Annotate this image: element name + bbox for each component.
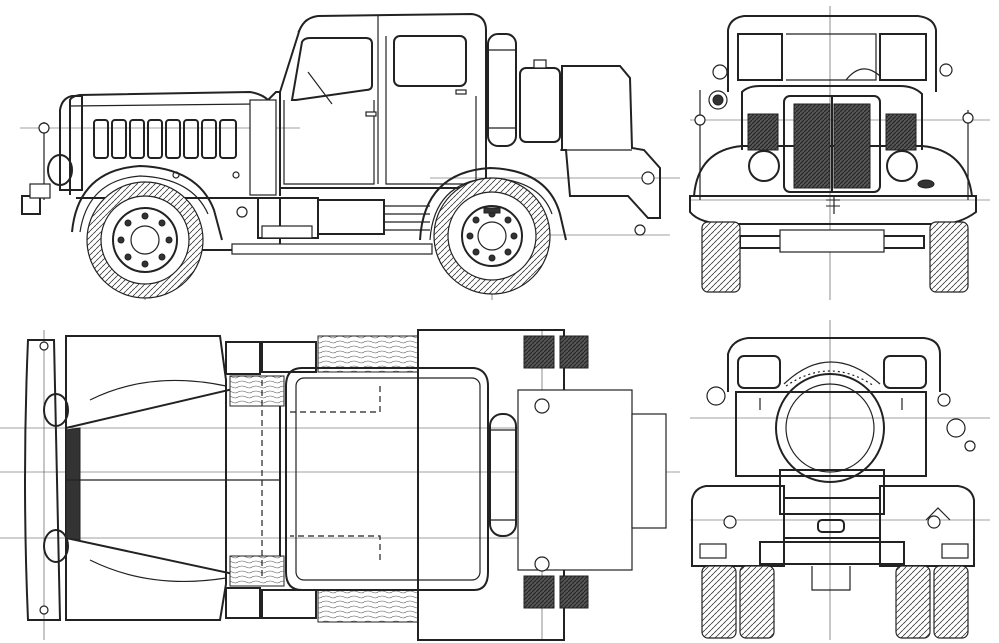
front-tire-left — [701, 221, 741, 293]
side-view — [20, 12, 680, 300]
rear-wheel — [433, 177, 551, 295]
radiator-front — [59, 95, 83, 191]
engine-hood — [69, 90, 281, 196]
rear-tire-1 — [701, 565, 737, 639]
rear-cab — [727, 337, 941, 392]
top-wheel-rr-2 — [559, 575, 589, 609]
rear-body — [561, 65, 661, 219]
top-wheel-rl-1 — [523, 335, 555, 369]
front-cab — [727, 15, 937, 92]
top-bumper — [24, 339, 62, 621]
cab-window-rear — [393, 35, 467, 87]
top-cab-roof — [285, 367, 489, 591]
top-hood — [65, 376, 281, 586]
rear-body-panel — [735, 391, 927, 477]
spare-wheel — [775, 373, 885, 483]
rear-fender — [419, 166, 567, 241]
rear-tire-2 — [739, 565, 775, 639]
rear-tire-4 — [933, 565, 969, 639]
rear-hitch-frame — [779, 469, 885, 515]
front-view — [689, 6, 990, 300]
front-headlamp-right — [886, 150, 918, 182]
air-tank — [487, 33, 517, 147]
tow-coupling — [817, 519, 845, 533]
rear-view — [690, 320, 990, 640]
water-tank — [519, 67, 561, 143]
rear-fenders — [691, 485, 785, 567]
top-view — [0, 329, 680, 641]
front-wheel — [86, 181, 204, 299]
front-tire-right — [929, 221, 969, 293]
front-fender — [71, 164, 223, 241]
front-headlamp-left — [748, 150, 780, 182]
front-bumper — [21, 195, 41, 215]
cab-window-front — [290, 37, 373, 101]
cab-body — [279, 12, 487, 189]
top-air-tank — [489, 413, 517, 537]
side-headlamp — [47, 154, 73, 186]
windshield-left — [737, 33, 783, 81]
windshield-right — [879, 33, 927, 81]
top-front-fenders — [65, 335, 227, 621]
top-wheel-rr-1 — [523, 575, 555, 609]
top-wheel-rl-2 — [559, 335, 589, 369]
hood-louvers — [93, 119, 237, 159]
rear-tire-3 — [895, 565, 931, 639]
